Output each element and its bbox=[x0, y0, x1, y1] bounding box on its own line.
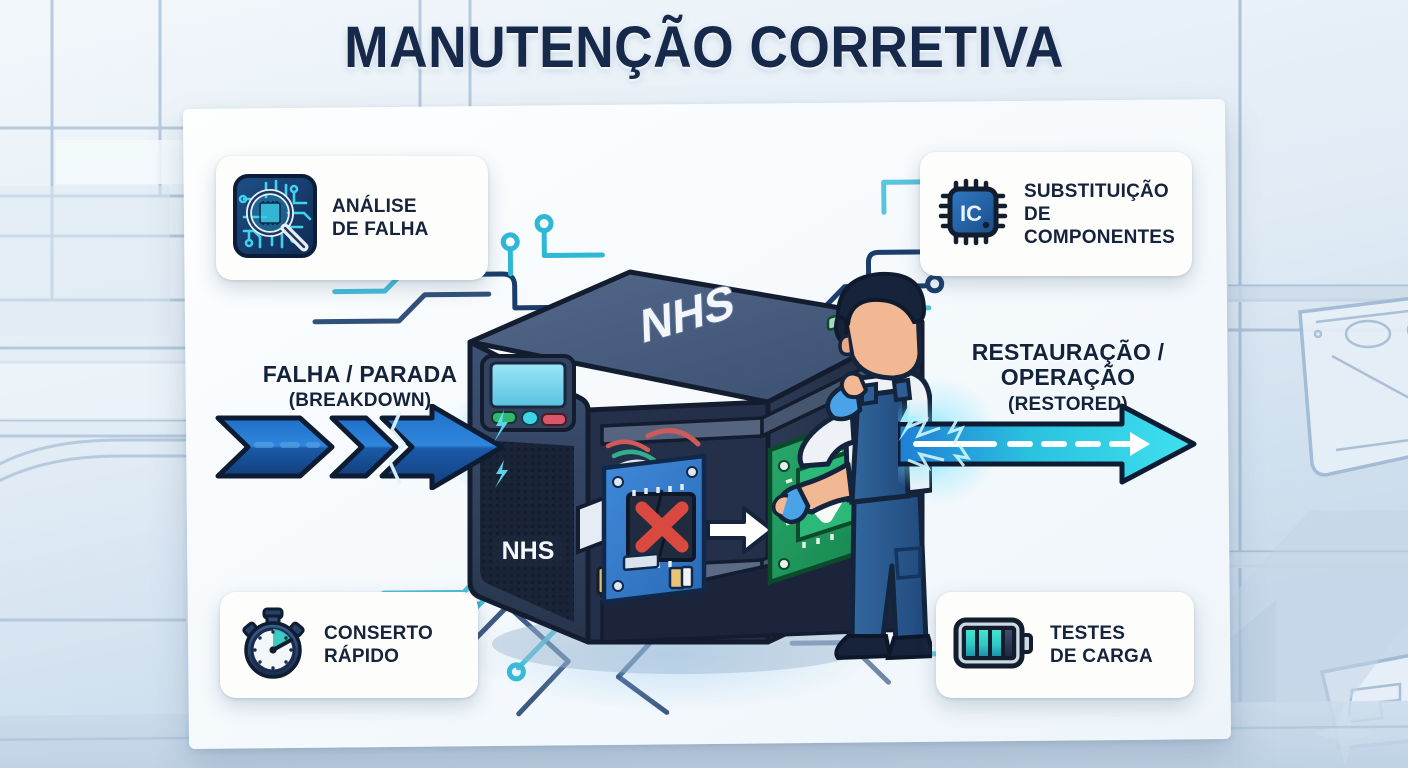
card-testes-de-carga[interactable]: TESTES DE CARGA bbox=[936, 592, 1194, 698]
ic-chip-icon: IC bbox=[936, 175, 1010, 254]
ups-lcd-screen bbox=[489, 361, 567, 409]
label-restauracao-operacao: RESTAURAÇÃO / OPERAÇÃO (RESTORED) bbox=[938, 339, 1198, 415]
ic-chip-label: IC bbox=[960, 201, 982, 226]
page-title: MANUTENÇÃO CORRETIVA bbox=[344, 15, 1064, 80]
battery-icon bbox=[952, 614, 1036, 677]
device-front-brand: NHS bbox=[502, 537, 555, 565]
label-falha-line2: (BREAKDOWN) bbox=[288, 390, 432, 412]
ups-repair-illustration: NHS NHS bbox=[467, 269, 932, 674]
white-arrow-right bbox=[706, 506, 774, 554]
stopwatch-icon bbox=[236, 606, 310, 685]
label-restaura-line1: RESTAURAÇÃO / bbox=[971, 339, 1165, 365]
card-label: TESTES DE CARGA bbox=[1050, 623, 1153, 667]
card-label: ANÁLISE DE FALHA bbox=[332, 196, 429, 240]
label-falha-parada: FALHA / PARADA (BREAKDOWN) bbox=[232, 361, 488, 412]
magnifier-circuit-icon bbox=[232, 173, 318, 264]
card-analise-de-falha[interactable]: ANÁLISE DE FALHA bbox=[216, 156, 488, 280]
label-restaura-line2: OPERAÇÃO bbox=[1000, 364, 1136, 391]
label-falha-line1: FALHA / PARADA bbox=[262, 361, 458, 387]
card-label: CONSERTO RÁPIDO bbox=[324, 623, 433, 667]
label-restaura-line3: (RESTORED) bbox=[1008, 393, 1128, 415]
card-substituicao-de-componentes[interactable]: IC SUBSTITUIÇÃO DE COMPONENTES bbox=[920, 152, 1192, 276]
faulty-pcb bbox=[601, 453, 707, 605]
card-label: SUBSTITUIÇÃO DE COMPONENTES bbox=[1024, 180, 1176, 248]
red-x-icon bbox=[635, 501, 689, 553]
card-conserto-rapido[interactable]: CONSERTO RÁPIDO bbox=[220, 592, 478, 698]
